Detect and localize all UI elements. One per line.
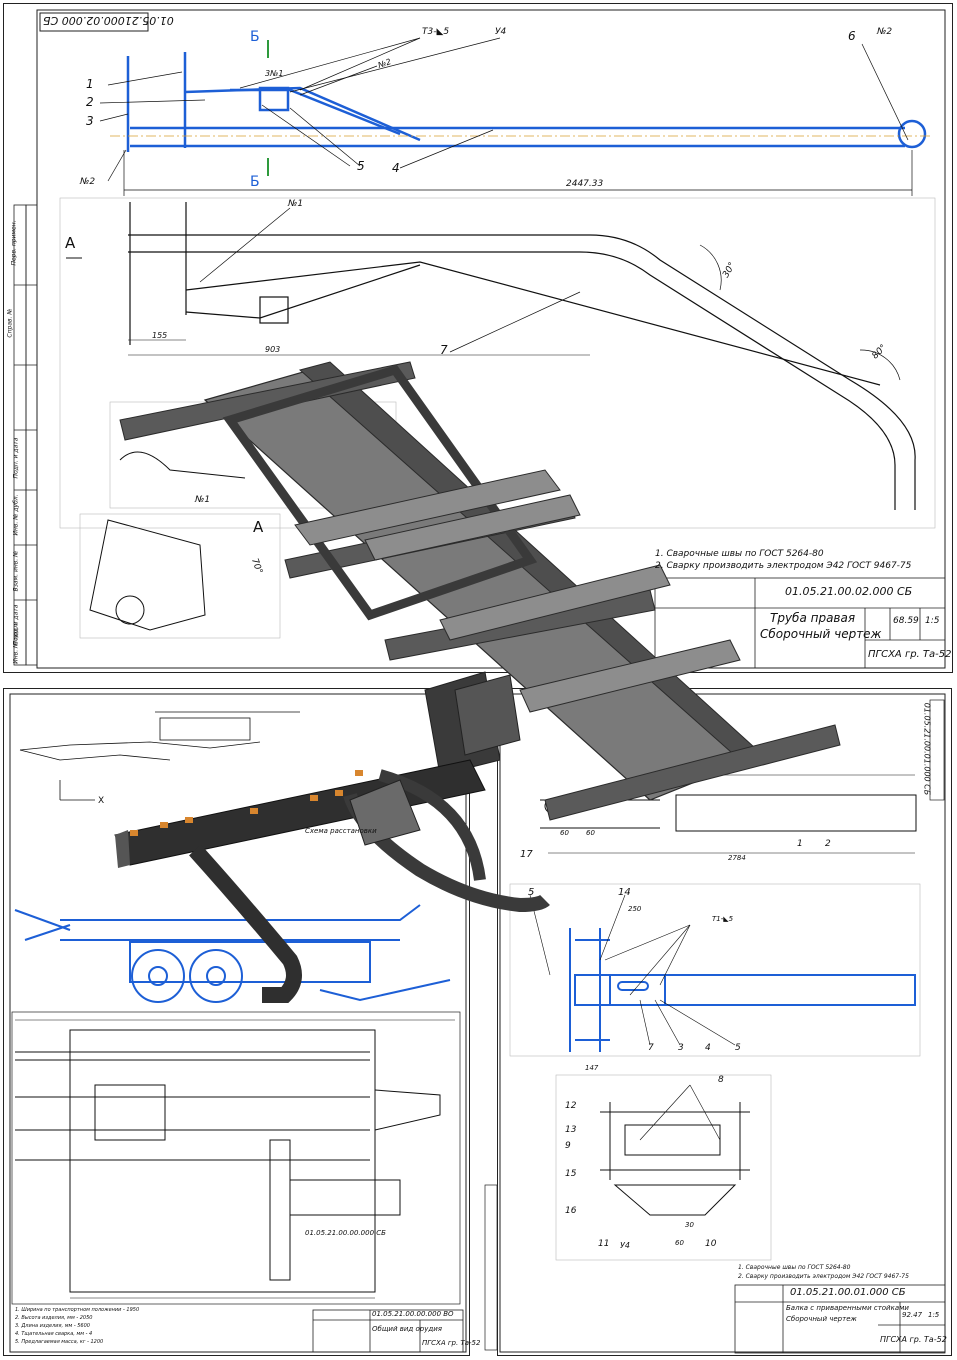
title-scale: 1:5 [925,616,940,626]
callout-r3: 3 [678,1043,684,1053]
sheet2-note-4: 4. Тщательная сварка, мм - 4 [15,1331,93,1337]
section-b-top: Б [250,29,260,45]
dim-60c: 60 [675,1239,684,1247]
sheet3-title-name-2: Сборочный чертеж [786,1315,857,1323]
dim-250: 250 [628,905,642,913]
inner-doc-label: 01.05.21.00.00.000 СБ [305,1229,386,1237]
axis-x-label: X [98,796,105,806]
stamp-5: Взам. инв. № [12,550,20,592]
sheet2-title-code: 01.05.21.00.00.000 ВО [372,1310,454,1318]
title-doc-code: 01.05.21.00.02.000 СБ [785,585,913,598]
title-block-sheet3 [734,1284,946,1354]
beam-section-view [600,1102,750,1216]
stamp-7: Инв. № подл. [12,622,20,664]
callout-r7: 7 [648,1043,654,1053]
arrow-a-label: А [65,234,76,252]
callout-r2: 2 [825,839,831,849]
p3-label: 3№1 [265,69,284,78]
sheet2-note-2: 2. Высота изделия, мм - 2050 [15,1315,93,1321]
sheet3-title-scale: 1:5 [928,1311,940,1319]
callout-3: 3 [86,114,94,128]
n2-label-left: №2 [80,177,96,187]
sheet3-title-code: 01.05.21.00.01.000 СБ [790,1287,906,1298]
dim-2784: 2784 [728,854,746,862]
callout-9: 9 [565,1141,571,1151]
u4-label: У4 [495,27,507,37]
machine-side-view [14,904,451,1003]
title-block-sheet1 [654,577,946,669]
callout-16: 16 [565,1206,577,1216]
stamp-4: Инв. № дубл. [12,494,20,536]
sheet3-rotated-code: 01.05.21.00.01.000 СБ [922,702,932,796]
sheet3-note-1: 1. Сварочные швы по ГОСТ 5264-80 [738,1264,851,1271]
dim-30: 30 [685,1221,694,1229]
sheet1-note-2: 2. Сварку производить электродом Э42 ГОС… [655,561,912,571]
beam-plan-view [569,928,916,1052]
callout-r8: 8 [718,1075,724,1085]
title-name-2: Сборочный чертеж [760,627,882,641]
callout-12: 12 [565,1101,577,1111]
callout-r5b: 5 [735,1043,741,1053]
dim-155: 155 [152,331,168,340]
dim-60b: 60 [586,829,595,837]
stamp-2: Справ. № [6,308,14,338]
callout-7: 7 [440,343,448,357]
sheet2-note-3: 3. Длина изделия, мм - 5600 [15,1323,90,1329]
frame-3d-render [119,361,841,821]
callout-17: 17 [520,849,533,860]
dim-60a: 60 [560,829,569,837]
machine-plan-view [15,1019,455,1299]
callout-1: 1 [86,77,94,91]
dim-147: 147 [585,1064,599,1072]
hitch-3d-render [114,759,550,1003]
pipe-plan-view [126,52,927,152]
callout-11: 11 [598,1239,610,1249]
sheet2-title-name: Общий вид орудия [372,1325,442,1333]
callout-13: 13 [565,1125,577,1135]
title-org: ПГСХА гр. Та-52 [868,649,952,660]
callout-2: 2 [86,95,94,109]
weld-symbol-label: Т3-◣5 [422,27,450,37]
callout-r5a: 5 [528,887,535,898]
dim-903: 903 [265,345,281,354]
sheet2-title-org: ПГСХА гр. Та-52 [422,1339,481,1347]
callout-14: 14 [618,887,631,898]
weld-t1: Т1-◣5 [712,915,734,923]
pipe-side-view [66,202,916,510]
sheet3-title-name-1: Балка с приваренными стойками [786,1304,909,1312]
n1-label-side: №1 [288,199,304,209]
stamp-3: Подп. и дата [12,437,20,479]
sheet2-note-5: 5. Предлагаемая масса, кг - 1200 [15,1339,104,1345]
dim-length: 2447.33 [566,179,604,189]
sheet2-note-1: 1. Ширина по транспортном положении - 19… [15,1307,140,1313]
callout-r4: 4 [705,1043,711,1053]
sheet1-rotated-code: 01.05.21000.02.000 СБ [43,14,174,27]
stamp-1: Перв. примен. [10,220,18,266]
callout-4: 4 [392,161,400,175]
callout-10: 10 [705,1239,717,1249]
view-a-label: А [253,518,264,536]
tracker-label: Схема расстановки [305,827,377,835]
u4-label-sheet3: У4 [620,1241,630,1250]
sheet3-title-mass: 92.47 [902,1311,923,1319]
callout-r1: 1 [797,839,803,849]
callout-6: 6 [848,29,856,43]
title-name-1: Труба правая [770,611,856,625]
sheet1-note-1: 1. Сварочные швы по ГОСТ 5264-80 [655,549,824,559]
callout-5: 5 [357,159,365,173]
title-block-sheet2 [312,1309,464,1353]
n2-label-top: №2 [877,27,893,37]
sheet3-title-org: ПГСХА гр. Та-52 [880,1335,947,1344]
sheet3-note-2: 2. Сварку производить электродом Э42 ГОС… [738,1273,909,1280]
title-mass: 68.59 [893,616,919,626]
callout-15: 15 [565,1169,577,1179]
section-b-bottom: Б [250,174,260,190]
n2-label-detail: №1 [195,495,211,505]
